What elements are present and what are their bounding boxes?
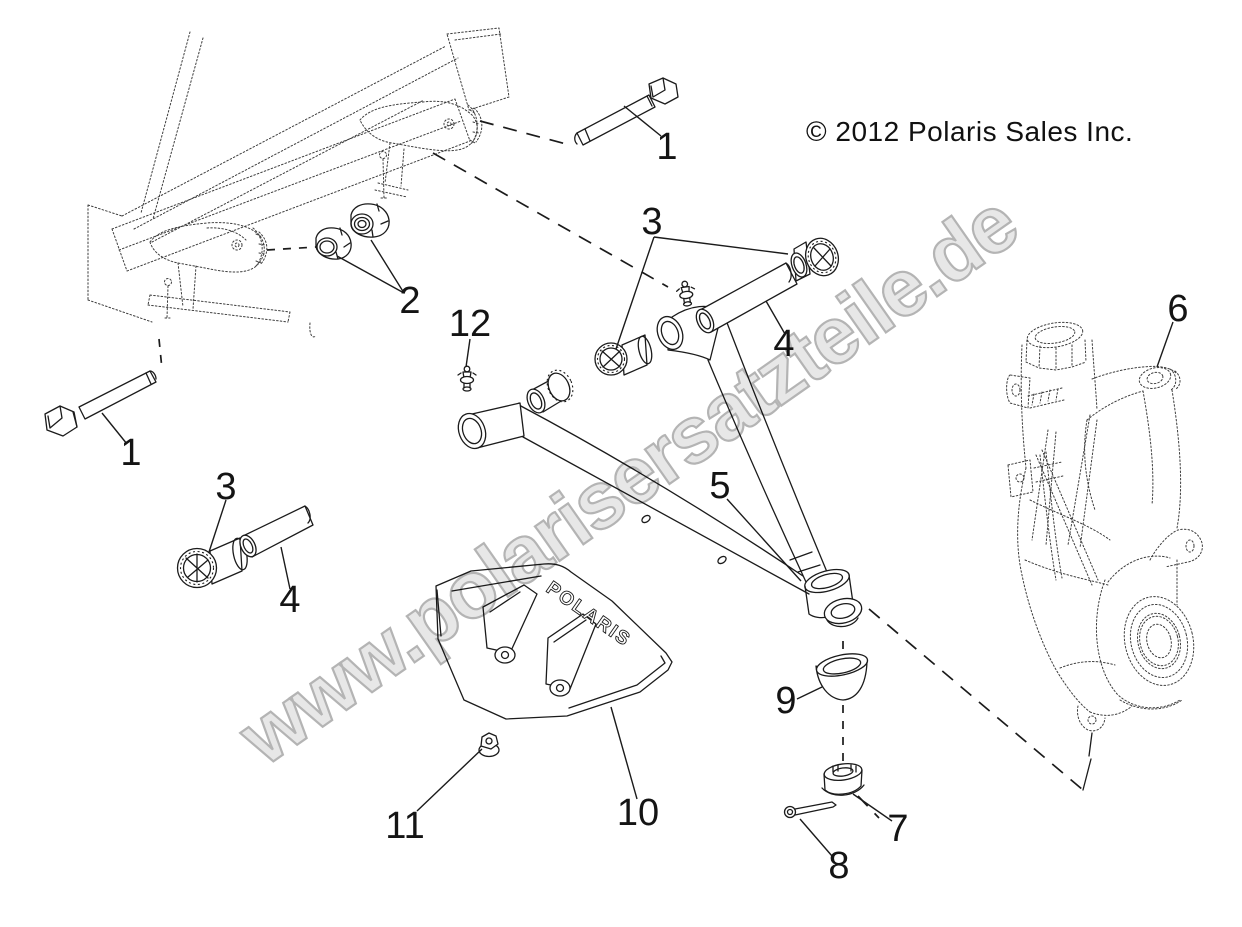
- callout-5-a-arm: 5: [709, 465, 731, 507]
- ball-joint: [823, 597, 863, 628]
- callout-12-grease-fitting: 12: [448, 303, 492, 345]
- pivot-spacers: [239, 262, 798, 558]
- lock-nuts: [315, 203, 390, 260]
- callout-leader-lines: [101, 105, 1174, 857]
- callout-4-spacer-lower: 4: [279, 579, 301, 621]
- callout-4-spacer-upper: 4: [773, 323, 795, 365]
- callout-3-bushing-lower: 3: [215, 466, 237, 508]
- copyright-notice: © 2012 Polaris Sales Inc.: [806, 116, 1134, 147]
- callout-3-bushings-upper: 3: [641, 201, 663, 243]
- frame: [87, 27, 510, 338]
- callout-9-dust-cover: 9: [775, 680, 797, 722]
- cotter-pin: [783, 801, 837, 819]
- ball-joint-dust-cover: [815, 653, 869, 701]
- callout-1-lower-bolt: 1: [120, 432, 142, 474]
- callout-8-cotter-pin: 8: [828, 845, 850, 887]
- a-arm-guard: POLARIS: [435, 563, 673, 720]
- callout-6-knuckle: 6: [1167, 288, 1189, 330]
- callout-11-flange-nut: 11: [385, 805, 425, 847]
- guard-flange-nut: [478, 732, 500, 758]
- steering-knuckle: [1006, 321, 1203, 757]
- castle-nut: [821, 762, 865, 796]
- pivot-bolt-lower: [44, 370, 157, 437]
- callout-1-upper-bolt: 1: [656, 126, 678, 168]
- callout-7-castle-nut: 7: [887, 808, 909, 850]
- callout-10-guard: 10: [616, 792, 660, 834]
- pivot-bushings: [176, 237, 840, 589]
- a-arm: [457, 305, 863, 628]
- callout-2-lock-nuts: 2: [399, 280, 421, 322]
